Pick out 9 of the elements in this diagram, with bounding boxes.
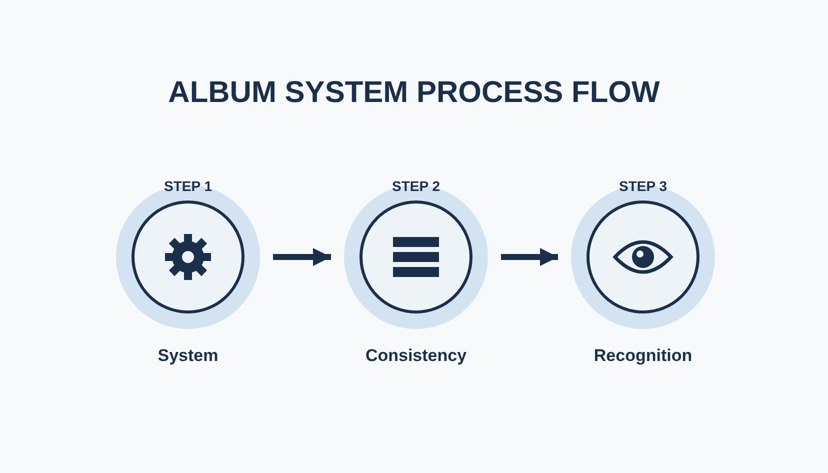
- title: ALBUM SYSTEM PROCESS FLOW: [168, 76, 660, 110]
- arrow: [273, 248, 331, 266]
- step-label: STEP 3: [619, 178, 667, 194]
- step-label: STEP 2: [392, 178, 440, 194]
- step-name: Recognition: [594, 346, 692, 366]
- step-name: System: [158, 346, 218, 366]
- arrow: [501, 248, 558, 266]
- step-label: STEP 1: [164, 178, 212, 194]
- step-name: Consistency: [365, 346, 467, 366]
